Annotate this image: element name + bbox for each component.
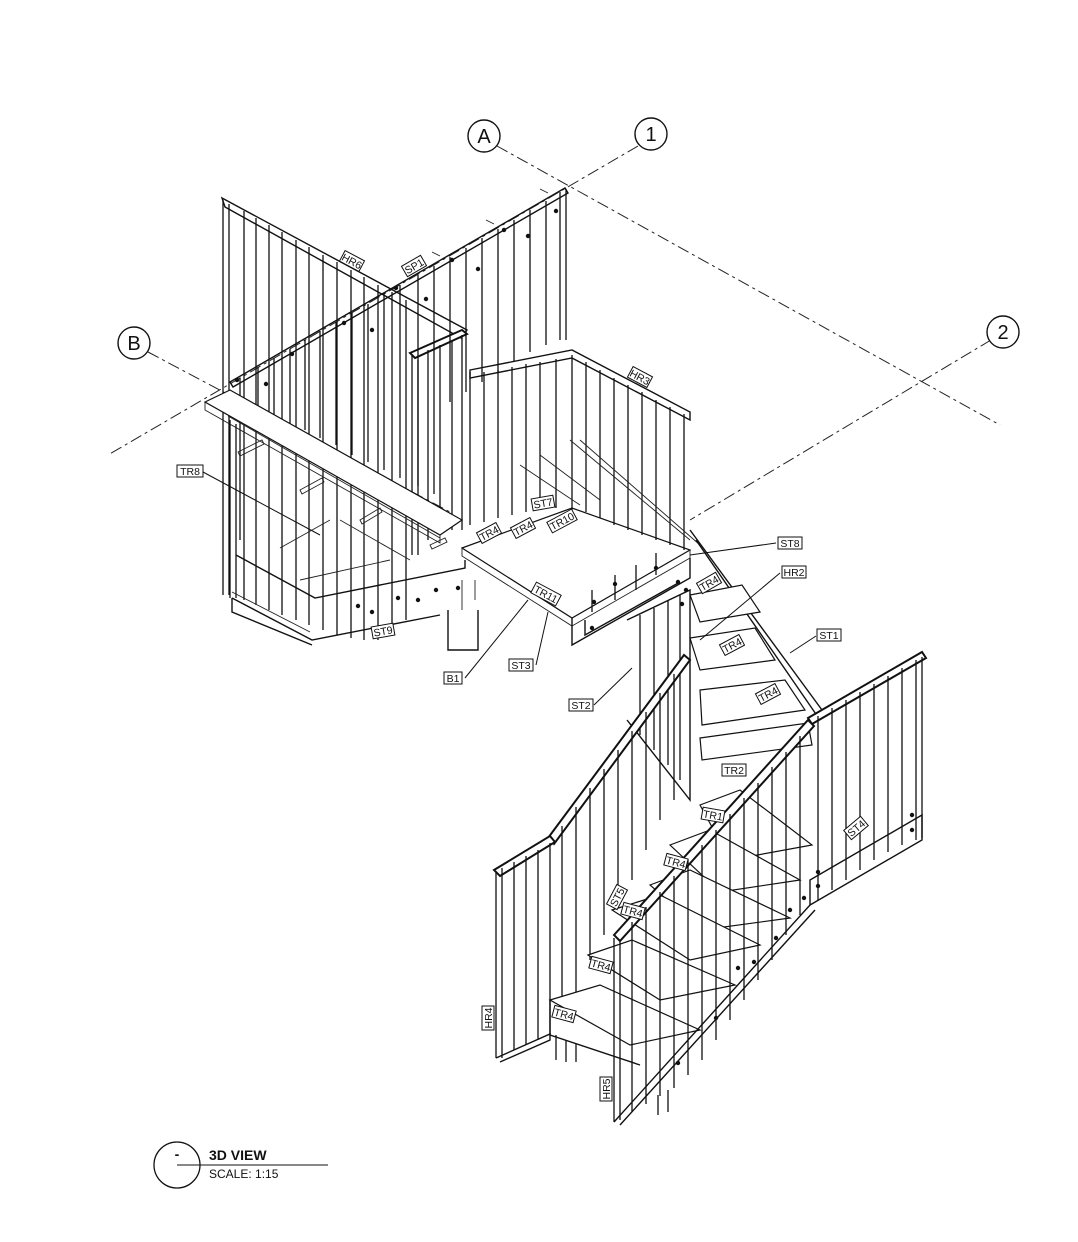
grid-lines [107, 145, 1001, 521]
tag-hr5: HR5 [599, 1076, 613, 1102]
tag-st4: ST4 [843, 815, 869, 841]
tag-tr4-f: TR4 [663, 852, 689, 872]
tag-tr4-f-text: TR4 [665, 855, 687, 872]
tag-st9: ST9 [370, 622, 396, 640]
lower-left-guard [492, 653, 692, 1063]
tag-tr4-h-text: TR4 [590, 958, 612, 975]
tag-tr1-text: TR1 [702, 808, 724, 823]
tag-st1-text: ST1 [819, 630, 838, 642]
tag-hr5-text: HR5 [601, 1078, 613, 1099]
grid-label-a: A [477, 126, 491, 148]
tag-tr2: TR2 [721, 763, 747, 777]
tag-tr4-i-text: TR4 [553, 1007, 575, 1024]
middle-landing [447, 349, 701, 651]
tag-st3-text: ST3 [511, 660, 530, 672]
grid-label-2: 2 [997, 322, 1008, 344]
tag-st2: ST2 [568, 698, 594, 712]
tag-st7-text: ST7 [533, 496, 554, 511]
tag-st8-text: ST8 [780, 538, 799, 550]
grid-bubble-1: 1 [634, 117, 668, 151]
upper-landing [203, 389, 466, 646]
view-title: 3D VIEW [209, 1147, 267, 1163]
leader-lines [202, 471, 817, 706]
tag-hr4: HR4 [481, 1005, 495, 1031]
tag-hr2: HR2 [781, 565, 807, 579]
tag-tr2-text: TR2 [724, 765, 744, 777]
grid-bubble-b: B [117, 326, 151, 360]
tag-hr4-text: HR4 [483, 1007, 495, 1028]
tag-tr8: TR8 [176, 464, 204, 478]
tag-b1-text: B1 [447, 673, 460, 685]
tag-st8: ST8 [777, 536, 803, 550]
view-title-block: - 3D VIEW SCALE: 1:15 [153, 1141, 328, 1189]
tag-st7: ST7 [530, 494, 556, 512]
tag-st1: ST1 [816, 628, 842, 642]
view-scale: SCALE: 1:15 [209, 1167, 279, 1181]
tag-tr4-g: TR4 [620, 901, 646, 921]
tag-tr1: TR1 [700, 806, 726, 824]
tag-tr4-i: TR4 [551, 1004, 577, 1024]
tag-tr4-g-text: TR4 [622, 904, 644, 921]
tag-st9-text: ST9 [373, 624, 394, 639]
tag-b1: B1 [443, 671, 463, 685]
grid-bubble-a: A [467, 119, 501, 153]
tag-tr4-h: TR4 [588, 955, 614, 975]
tag-tr8-text: TR8 [180, 466, 200, 478]
tag-sp1: SP1 [400, 254, 428, 278]
tag-st2-text: ST2 [571, 700, 590, 712]
grid-label-1: 1 [645, 124, 656, 146]
tag-hr2-text: HR2 [783, 567, 804, 579]
tag-hr6: HR6 [338, 249, 366, 272]
lower-right-guard [612, 650, 928, 1126]
tag-st3: ST3 [508, 658, 534, 672]
upper-guardrail [220, 187, 569, 640]
grid-line-2 [689, 339, 992, 521]
lower-central-flight [548, 789, 814, 1066]
view-marker: - [175, 1146, 180, 1162]
grid-bubble-2: 2 [986, 315, 1020, 349]
grid-label-b: B [127, 333, 140, 355]
grid-line-a [496, 145, 1001, 426]
